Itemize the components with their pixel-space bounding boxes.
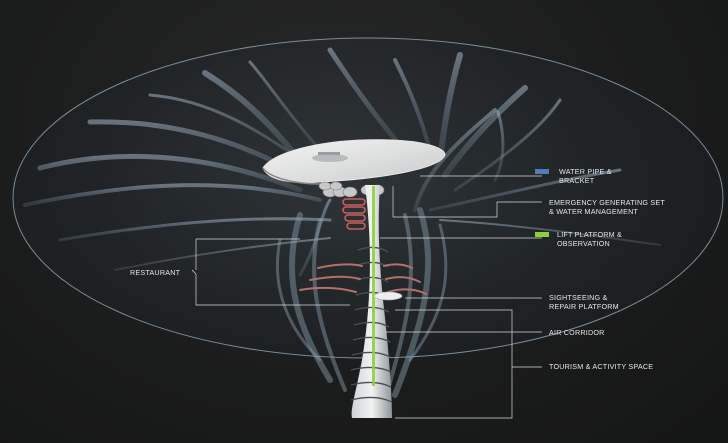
emergency-label-line2: & WATER MANAGEMENT bbox=[549, 207, 639, 216]
air-corridor-label: AIR CORRIDOR bbox=[549, 328, 605, 337]
sightseeing-label-line2: REPAIR PLATFORM bbox=[549, 302, 619, 311]
lift-platform-swatch bbox=[535, 232, 549, 237]
restaurant-label: RESTAURANT bbox=[130, 268, 181, 277]
sightseeing-label-line1: SIGHTSEEING & bbox=[549, 293, 608, 302]
water-pipe-label-line2: BRACKET bbox=[559, 176, 595, 185]
lift-platform-label-line2: OBSERVATION bbox=[557, 239, 610, 248]
emergency-label-line1: EMERGENCY GENERATING SET bbox=[549, 198, 665, 207]
water-pipe-swatch bbox=[535, 169, 549, 174]
sightseeing-label: SIGHTSEEING & REPAIR PLATFORM bbox=[549, 293, 619, 311]
emergency-label: EMERGENCY GENERATING SET & WATER MANAGEM… bbox=[549, 198, 665, 216]
lower-ribs bbox=[275, 207, 448, 402]
canopy-ribs bbox=[23, 47, 661, 277]
sightseeing-disc bbox=[373, 291, 403, 301]
top-disc bbox=[262, 139, 446, 185]
water-pipe-label: WATER PIPE & BRACKET bbox=[559, 167, 612, 185]
water-pipe-label-line1: WATER PIPE & bbox=[559, 167, 612, 176]
lift-platform-label-line1: LIFT PLATFORM & bbox=[557, 230, 623, 239]
tourism-label: TOURISM & ACTIVITY SPACE bbox=[549, 362, 654, 371]
leader-lines bbox=[191, 175, 542, 419]
lift-platform-label: LIFT PLATFORM & OBSERVATION bbox=[557, 230, 622, 248]
lift-shaft bbox=[372, 186, 375, 386]
restaurant-floors bbox=[299, 263, 427, 295]
emergency-pods bbox=[342, 198, 366, 230]
